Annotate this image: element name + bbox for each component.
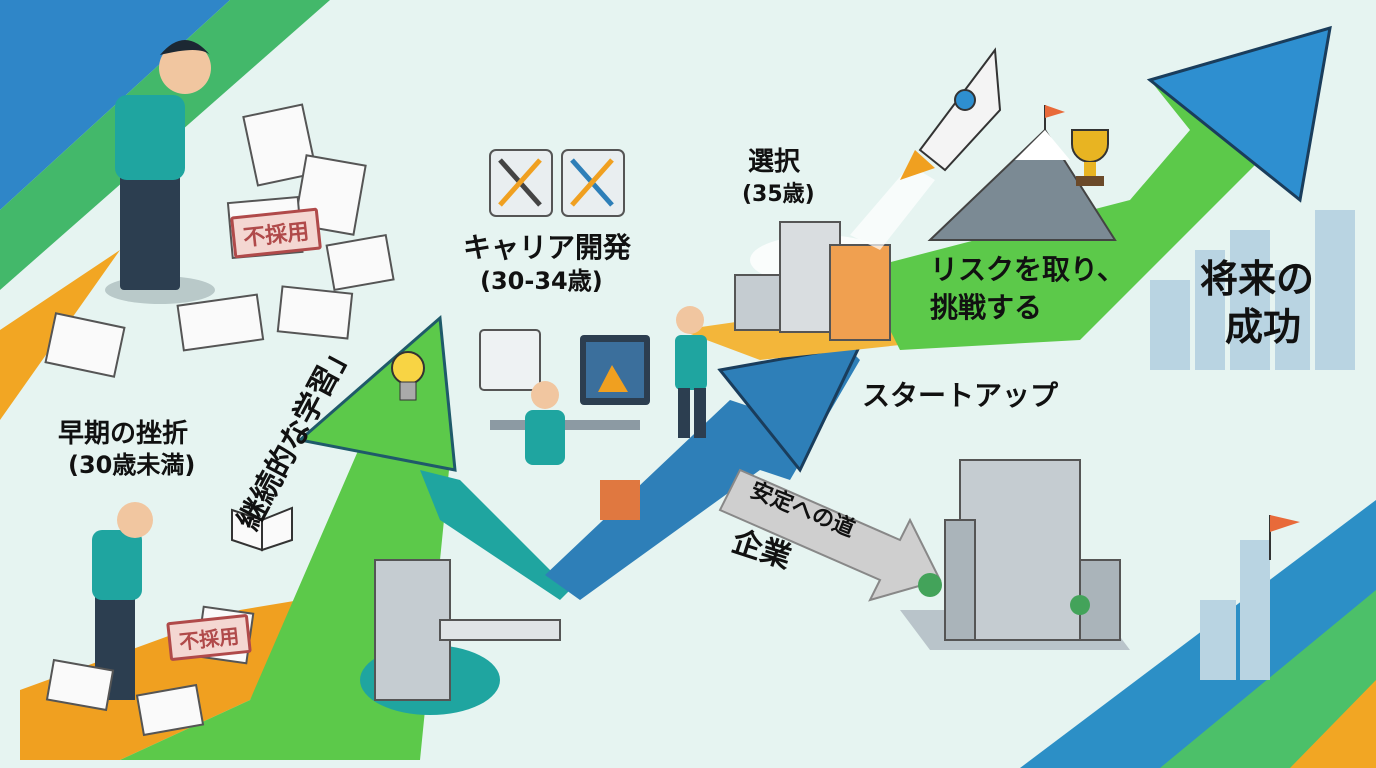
stable-path-arrow <box>718 468 942 602</box>
success-arrowhead <box>1146 25 1332 203</box>
person-stressed-icon <box>105 40 215 304</box>
tools-icon <box>489 149 625 217</box>
stage-early-title: 早期の挫折 <box>58 419 189 449</box>
corner-stripe-orange-2 <box>1290 680 1376 768</box>
lightbulb-icon <box>391 351 425 401</box>
stage-dev-title: キャリア開発 <box>463 231 632 264</box>
lab-building-icon <box>360 559 561 715</box>
career-dev-arrowhead <box>717 343 863 473</box>
rocket-icon <box>850 47 1002 250</box>
stage-choice-age: (35歳) <box>742 182 815 207</box>
startup-label: スタートアップ <box>862 379 1059 412</box>
office-building-icon <box>900 459 1130 650</box>
office-building-icon-small <box>734 221 891 341</box>
stage-early-age: (30歳未満) <box>68 451 196 479</box>
trophy-icon <box>1071 129 1109 186</box>
risk-label-line1: リスクを取り、 <box>930 253 1125 286</box>
flag-icon <box>1269 515 1300 560</box>
stage-choice-title: 選択 <box>748 147 801 177</box>
walking-person-icon <box>675 306 707 438</box>
desk-worker-icon <box>479 329 650 520</box>
risk-label-line2: 挑戦する <box>930 291 1043 324</box>
stage-dev-age: (30-34歳) <box>480 267 603 295</box>
stage-future-line1: 将来の <box>1200 257 1315 301</box>
city-skyline-icon <box>1150 210 1355 680</box>
open-book-icon <box>231 506 293 552</box>
stage-future-line2: 成功 <box>1225 305 1302 349</box>
